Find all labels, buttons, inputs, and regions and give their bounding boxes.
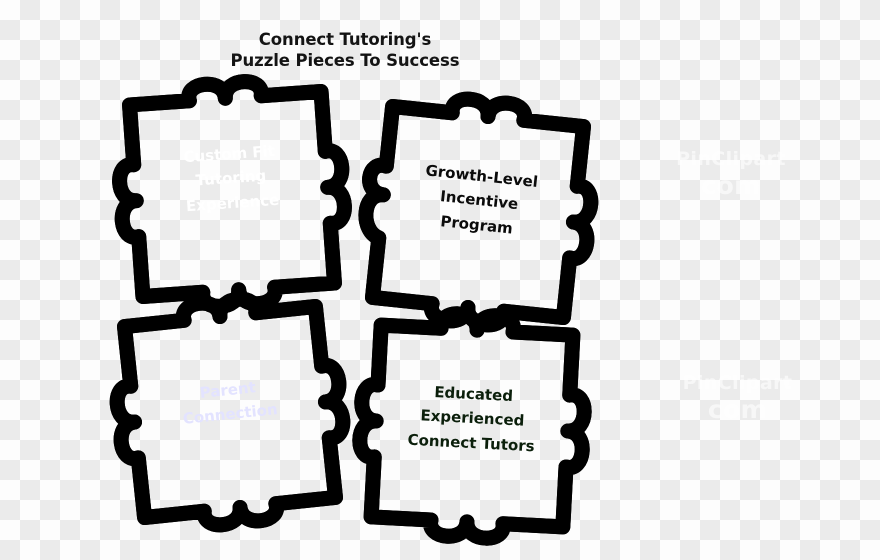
title-line-2: Puzzle Pieces To Success bbox=[230, 50, 460, 70]
watermark-bottom: PinClipart com bbox=[650, 372, 825, 426]
puzzle-piece-blue-fill bbox=[108, 290, 353, 535]
puzzle-piece-yellow-fill bbox=[356, 90, 601, 335]
title-line-1: Connect Tutoring's bbox=[258, 30, 432, 49]
puzzle-piece-green-fill bbox=[355, 309, 589, 543]
puzzle-piece-green-shape bbox=[346, 300, 598, 552]
watermark-top: PinClipart com bbox=[636, 148, 826, 202]
watermark-bottom-line-1: PinClipart bbox=[682, 372, 793, 394]
puzzle-piece-blue-shape bbox=[98, 280, 362, 544]
puzzle-piece-red-fill bbox=[113, 75, 351, 313]
watermark-top-line-2: com bbox=[701, 171, 761, 201]
puzzle-piece-blue[interactable]: Parent Connection bbox=[98, 280, 362, 544]
puzzle-piece-yellow-shape bbox=[346, 80, 610, 344]
puzzle-piece-red-shape bbox=[104, 66, 360, 322]
puzzle-piece-green[interactable]: Educated Experienced Connect Tutors bbox=[346, 300, 598, 552]
puzzle-piece-yellow[interactable]: Growth-Level Incentive Program bbox=[346, 80, 610, 344]
watermark-top-line-1: PinClipart bbox=[676, 148, 786, 170]
watermark-bottom-line-2: com bbox=[707, 395, 768, 425]
puzzle-piece-red[interactable]: Custom Fit Tutoring Experience bbox=[104, 66, 360, 322]
page-title: Connect Tutoring's Puzzle Pieces To Succ… bbox=[180, 30, 510, 71]
